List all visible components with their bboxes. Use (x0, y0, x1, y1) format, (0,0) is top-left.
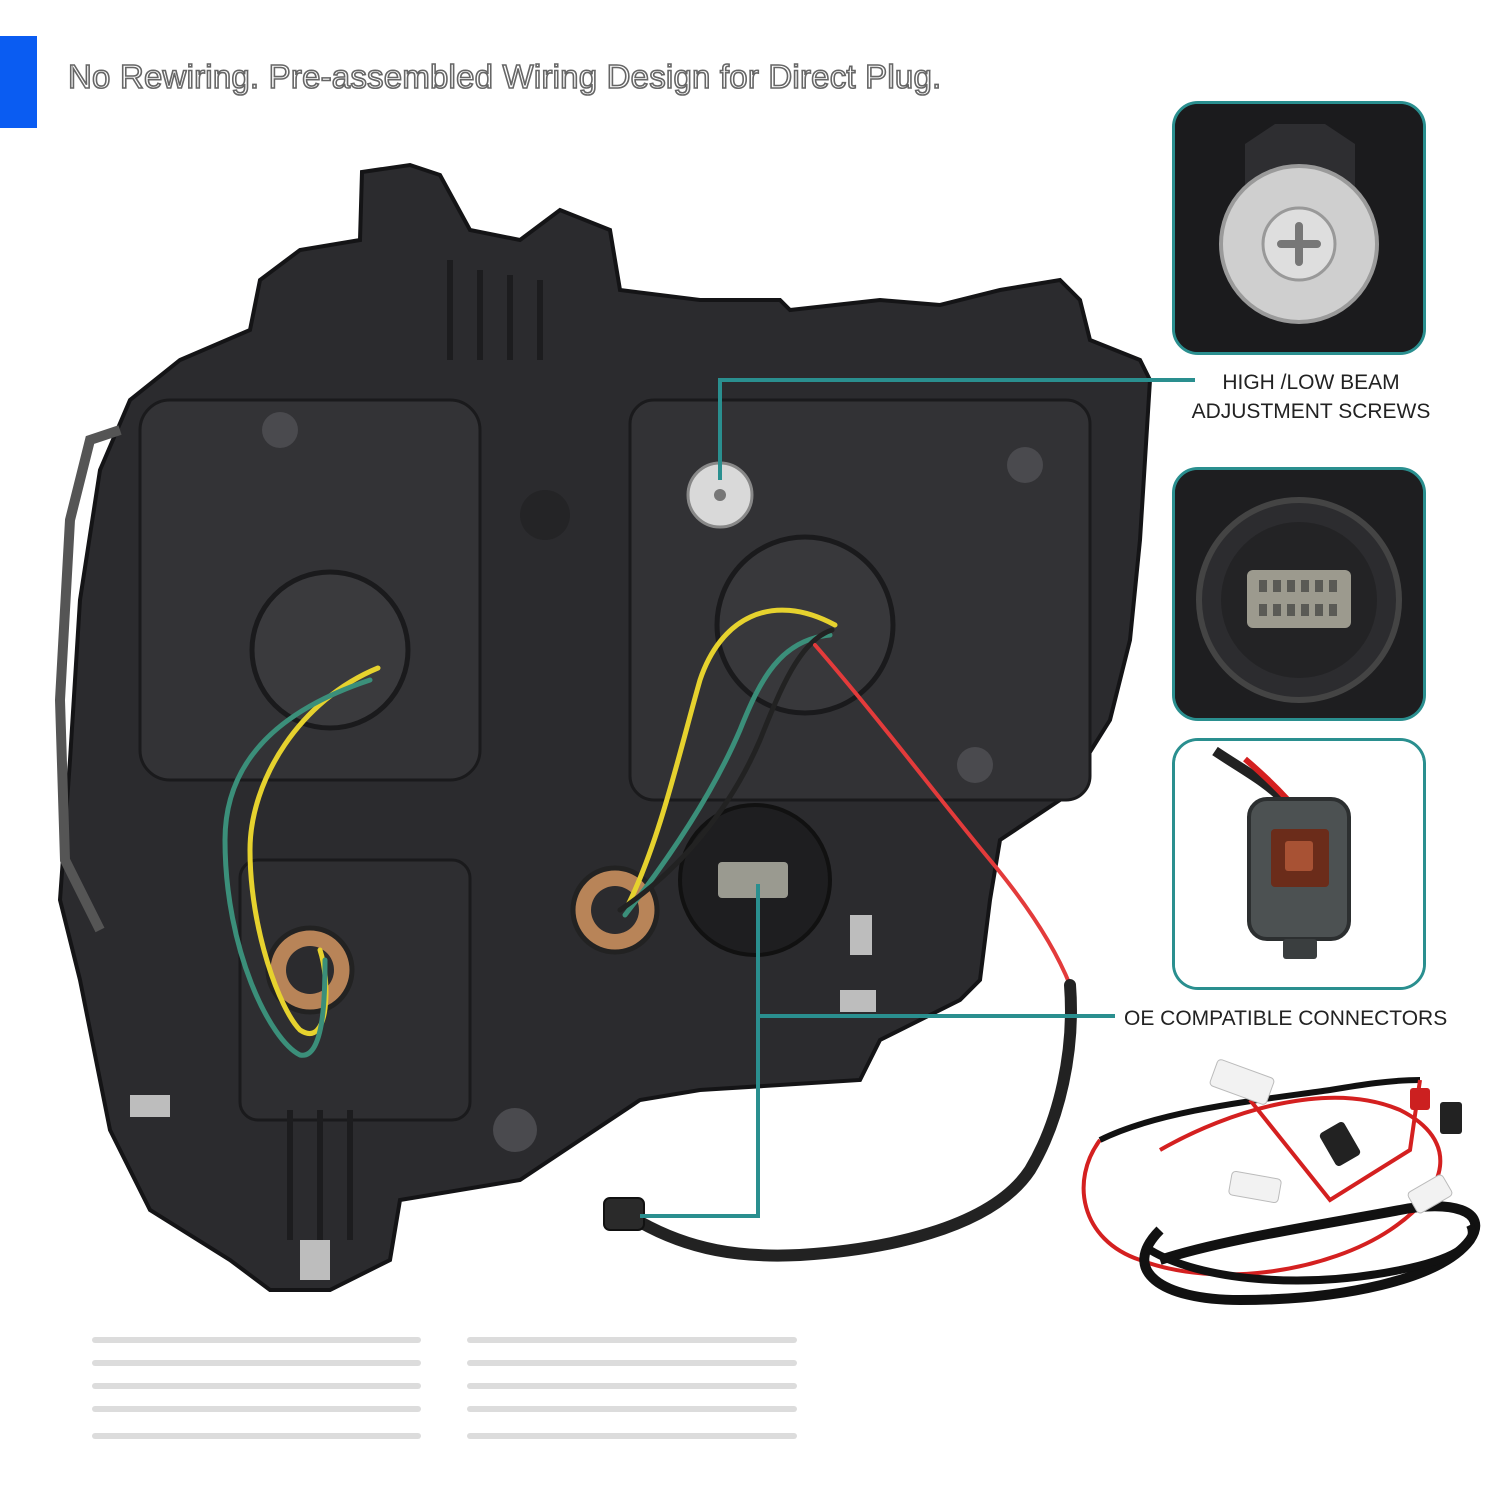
callout-lines (640, 378, 1195, 1218)
inset-plug-connector (1172, 738, 1426, 990)
wiring-harness (1081, 1059, 1481, 1306)
inset-connector-socket (1172, 467, 1426, 721)
headline: No Rewiring. Pre-assembled Wiring Design… (67, 57, 942, 96)
headlight-housing (54, 162, 1153, 1292)
accent-bar (0, 36, 37, 128)
zip-ties (92, 1337, 797, 1439)
inset-adjustment-screw (1172, 101, 1426, 355)
wiring (222, 607, 1077, 1262)
callout-adjustment-screws: HIGH /LOW BEAM ADJUSTMENT SCREWS (1178, 368, 1444, 426)
callout-adjustment-line2: ADJUSTMENT SCREWS (1191, 400, 1431, 423)
callout-connectors: OE COMPATIBLE CONNECTORS (1124, 1007, 1448, 1030)
callout-adjustment-line1: HIGH /LOW BEAM (1222, 371, 1400, 394)
